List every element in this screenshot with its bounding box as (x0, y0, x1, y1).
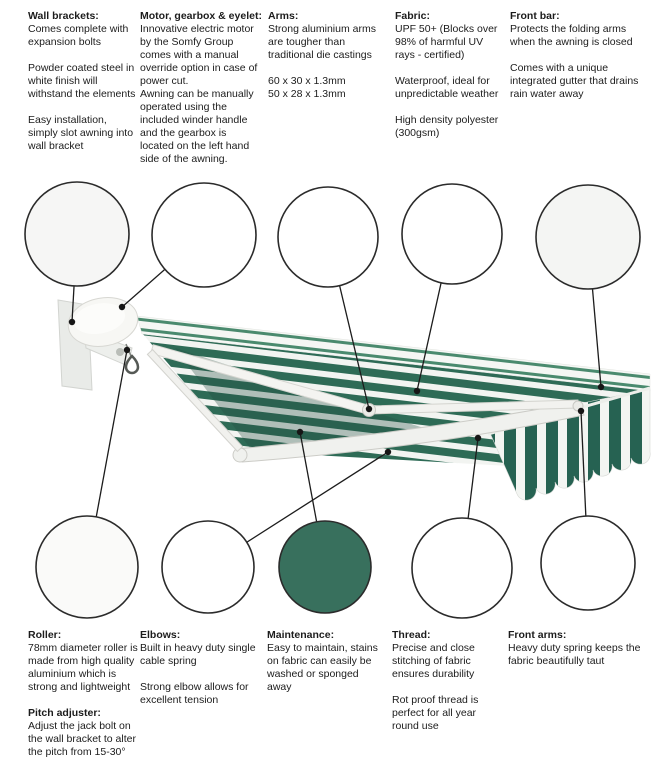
feature-paragraph: Adjust the jack bolt on the wall bracket… (28, 720, 136, 758)
feature-paragraph: Waterproof, ideal for unpredictable weat… (395, 75, 499, 100)
feature-thread: Thread: Precise and close stitching of f… (392, 629, 494, 733)
awning-illustration (57, 297, 651, 501)
gearbox (116, 348, 124, 356)
feature-fabric: Fabric: UPF 50+ (Blocks over 98% of harm… (395, 10, 501, 140)
callout-motor-eyelet (151, 182, 257, 288)
feature-title: Motor, gearbox & eyelet: (140, 10, 262, 22)
feature-paragraph: Comes with a unique integrated gutter th… (510, 62, 639, 100)
callout-fabric (401, 183, 503, 285)
feature-title: Maintenance: (267, 629, 335, 641)
leader-dots (68, 303, 605, 456)
callout-elbow (161, 520, 255, 614)
feature-title: Front arms: (508, 629, 567, 641)
feature-paragraph: Innovative electric motor by the Somfy G… (140, 23, 258, 165)
feature-paragraph: 78mm diameter roller is made from high q… (28, 642, 138, 693)
feature-paragraph: Built in heavy duty single cable spring (140, 642, 256, 667)
feature-title: Elbows: (140, 629, 181, 641)
callout-front-bar (535, 184, 641, 290)
feature-elbows: Elbows: Built in heavy duty single cable… (140, 629, 266, 707)
feature-title: Wall brackets: (28, 10, 99, 22)
feature-motor-gearbox-eyelet: Motor, gearbox & eyelet: Innovative elec… (140, 10, 262, 166)
motor-housing (67, 297, 139, 347)
feature-title: Roller: (28, 629, 62, 641)
callout-wall-bracket (24, 181, 130, 287)
feature-title: Thread: (392, 629, 431, 641)
feature-paragraph: Easy installation, simply slot awning in… (28, 114, 134, 152)
feature-paragraph: Easy to maintain, stains on fabric can e… (267, 642, 378, 693)
feature-paragraph: Protects the folding arms when the awnin… (510, 23, 633, 48)
feature-paragraph: Precise and close stitching of fabric en… (392, 642, 475, 680)
feature-paragraph: Powder coated steel in white finish will… (28, 62, 136, 100)
feature-paragraph: Comes complete with expansion bolts (28, 23, 129, 48)
feature-paragraph: UPF 50+ (Blocks over 98% of harmful UV r… (395, 23, 498, 61)
feature-paragraph: Strong elbow allows for excellent tensio… (140, 681, 249, 706)
callout-arm-joint (277, 186, 379, 288)
callout-maintenance (278, 520, 372, 614)
feature-maintenance: Maintenance: Easy to maintain, stains on… (267, 629, 383, 694)
feature-front-arms: Front arms: Heavy duty spring keeps the … (508, 629, 650, 668)
feature-title: Front bar: (510, 10, 560, 22)
front-bar-end-cap (232, 447, 248, 463)
callout-front-arms (540, 515, 636, 611)
feature-paragraph: 60 x 30 x 1.3mm 50 x 28 x 1.3mm (268, 75, 346, 100)
feature-title: Fabric: (395, 10, 431, 22)
eyelet-loop (124, 354, 140, 375)
feature-arms: Arms: Strong aluminium arms are tougher … (268, 10, 384, 101)
feature-paragraph: Heavy duty spring keeps the fabric beaut… (508, 642, 641, 667)
callout-roller (35, 515, 139, 619)
feature-paragraph: Strong aluminium arms are tougher than t… (268, 23, 376, 61)
callout-thread (411, 517, 513, 619)
front-bar (235, 401, 585, 463)
feature-roller-pitch-adjuster: Roller: 78mm diameter roller is made fro… (28, 629, 144, 759)
feature-paragraph: Rot proof thread is perfect for all year… (392, 694, 479, 732)
feature-title: Pitch adjuster: (28, 707, 101, 719)
feature-front-bar: Front bar: Protects the folding arms whe… (510, 10, 650, 101)
arm-left (146, 348, 244, 453)
feature-paragraph: High density polyester (300gsm) (395, 114, 499, 139)
feature-wall-brackets: Wall brackets: Comes complete with expan… (28, 10, 136, 153)
feature-title: Arms: (268, 10, 299, 22)
valance (489, 388, 651, 501)
